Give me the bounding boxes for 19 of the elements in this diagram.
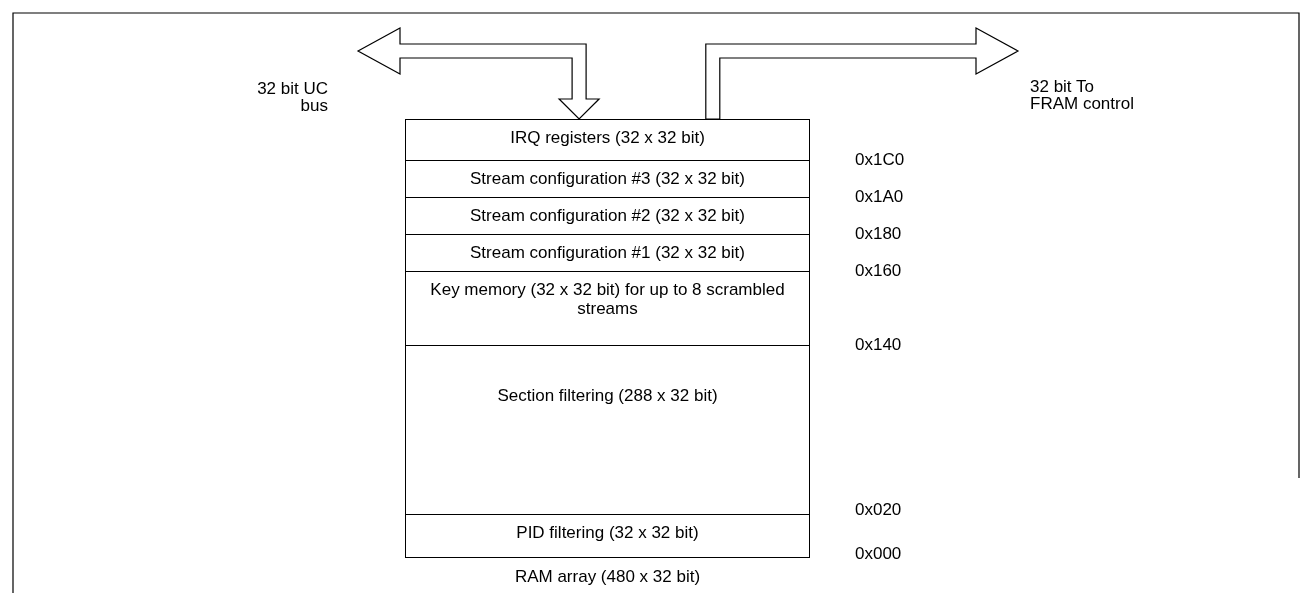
address-label: 0x160 [855, 261, 902, 281]
bus-label: 32 bit To FRAM control [1030, 78, 1140, 112]
bus-arrow [356, 27, 601, 120]
memory-block: IRQ registers (32 x 32 bit) [405, 119, 810, 161]
memory-block: Section filtering (288 x 32 bit) [405, 345, 810, 515]
address-label: 0x140 [855, 335, 902, 355]
bus-label: 32 bit UC bus [250, 80, 328, 114]
memory-title: RAM array (480 x 32 bit) [513, 567, 702, 587]
memory-block: Key memory (32 x 32 bit) for up to 8 scrambled streams [405, 271, 810, 346]
address-label: 0x000 [855, 544, 902, 564]
bus-arrow [705, 27, 1020, 120]
memory-block: PID filtering (32 x 32 bit) [405, 514, 810, 558]
address-label: 0x1C0 [855, 150, 905, 170]
address-label: 0x1A0 [855, 187, 904, 207]
address-label: 0x180 [855, 224, 902, 244]
address-label: 0x020 [855, 500, 902, 520]
memory-block: Stream configuration #2 (32 x 32 bit) [405, 197, 810, 235]
memory-block: Stream configuration #1 (32 x 32 bit) [405, 234, 810, 272]
memory-block: Stream configuration #3 (32 x 32 bit) [405, 160, 810, 198]
